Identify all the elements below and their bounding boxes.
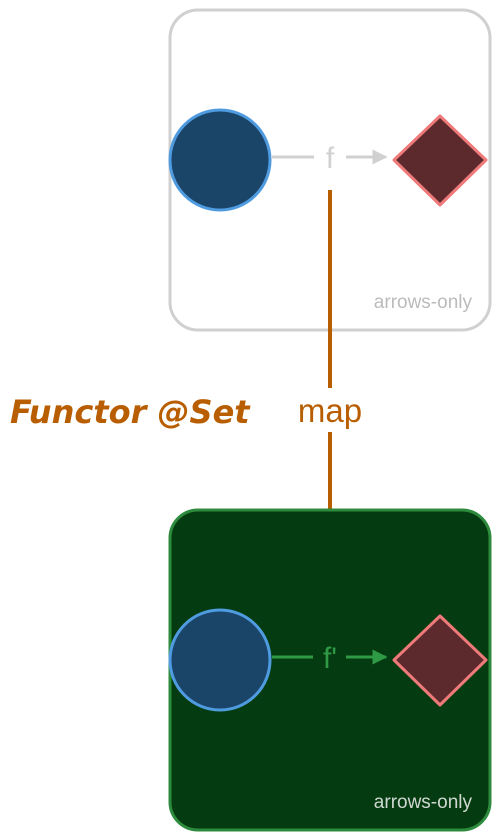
top-source-object [170, 110, 270, 210]
bottom-source-object [170, 610, 270, 710]
bottom-category-caption: arrows-only [374, 792, 473, 813]
bottom-source-object-outline [168, 608, 272, 712]
top-morphism-label: f [326, 142, 335, 175]
top-target-object-outline [392, 114, 488, 207]
top-source-object-outline [168, 108, 272, 212]
bottom-target-object-outline [392, 614, 488, 707]
top-category: f arrows-only [168, 8, 492, 332]
bottom-category: f' arrows-only [168, 508, 492, 832]
map-label: map [298, 392, 362, 429]
functor-name: Functor @Set [10, 393, 251, 431]
top-category-caption: arrows-only [374, 292, 473, 313]
bottom-morphism-label: f' [323, 642, 337, 675]
